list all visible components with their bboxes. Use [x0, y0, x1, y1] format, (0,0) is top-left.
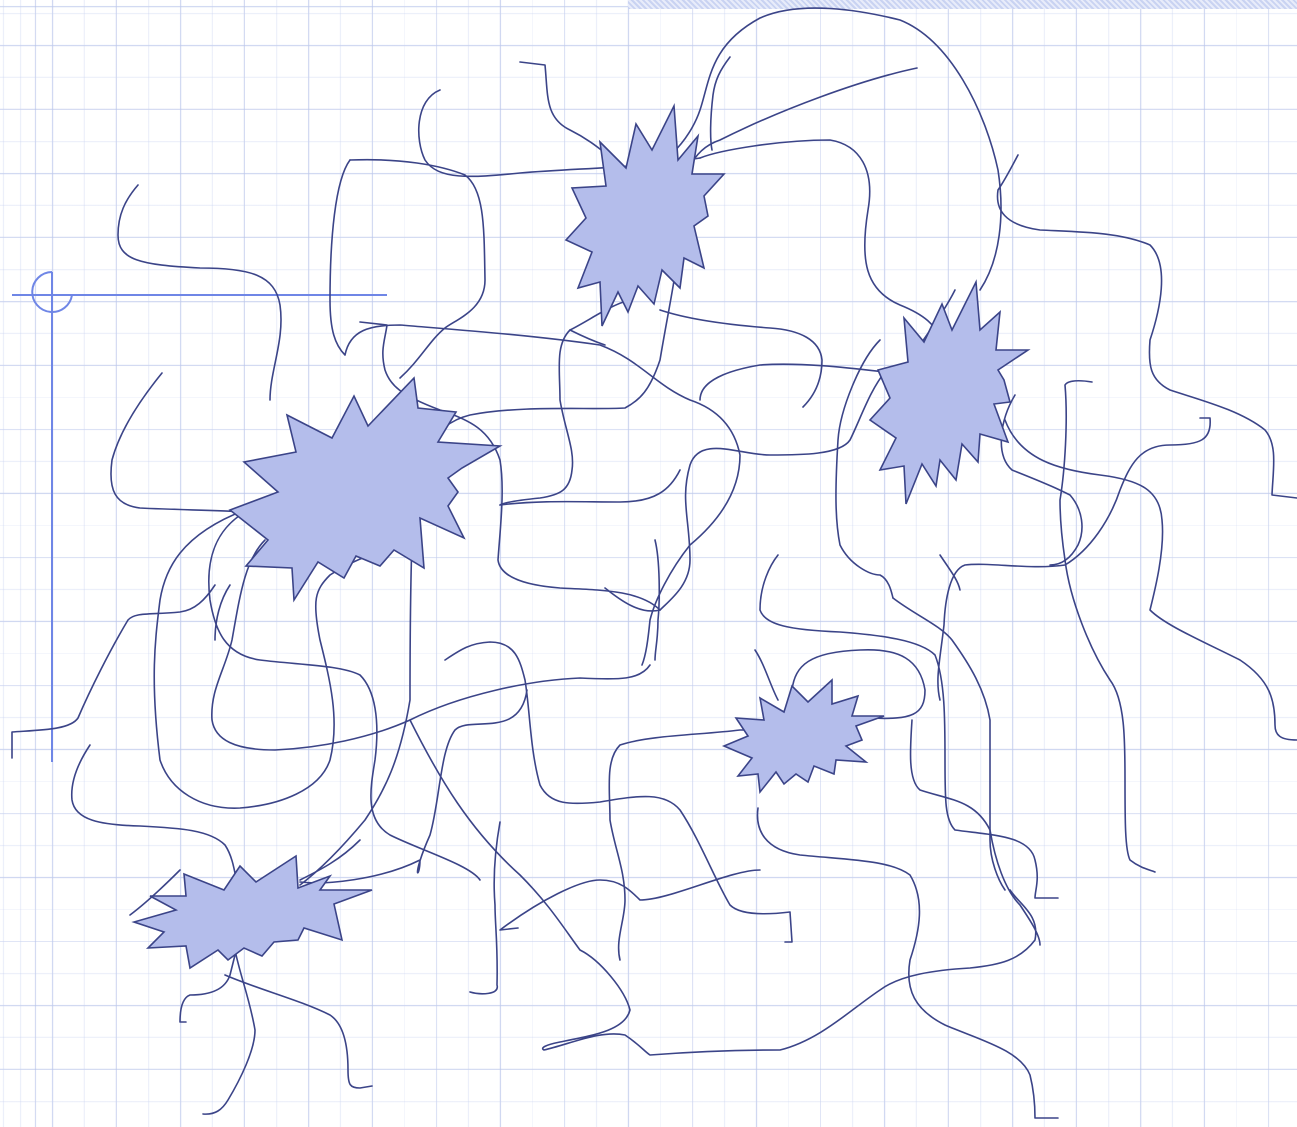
burst-center-left [230, 378, 500, 600]
burst-top-right [870, 282, 1028, 504]
burst-top-center [566, 106, 724, 326]
burst-bottom-left [134, 856, 372, 968]
burst-lower-center [724, 680, 884, 792]
